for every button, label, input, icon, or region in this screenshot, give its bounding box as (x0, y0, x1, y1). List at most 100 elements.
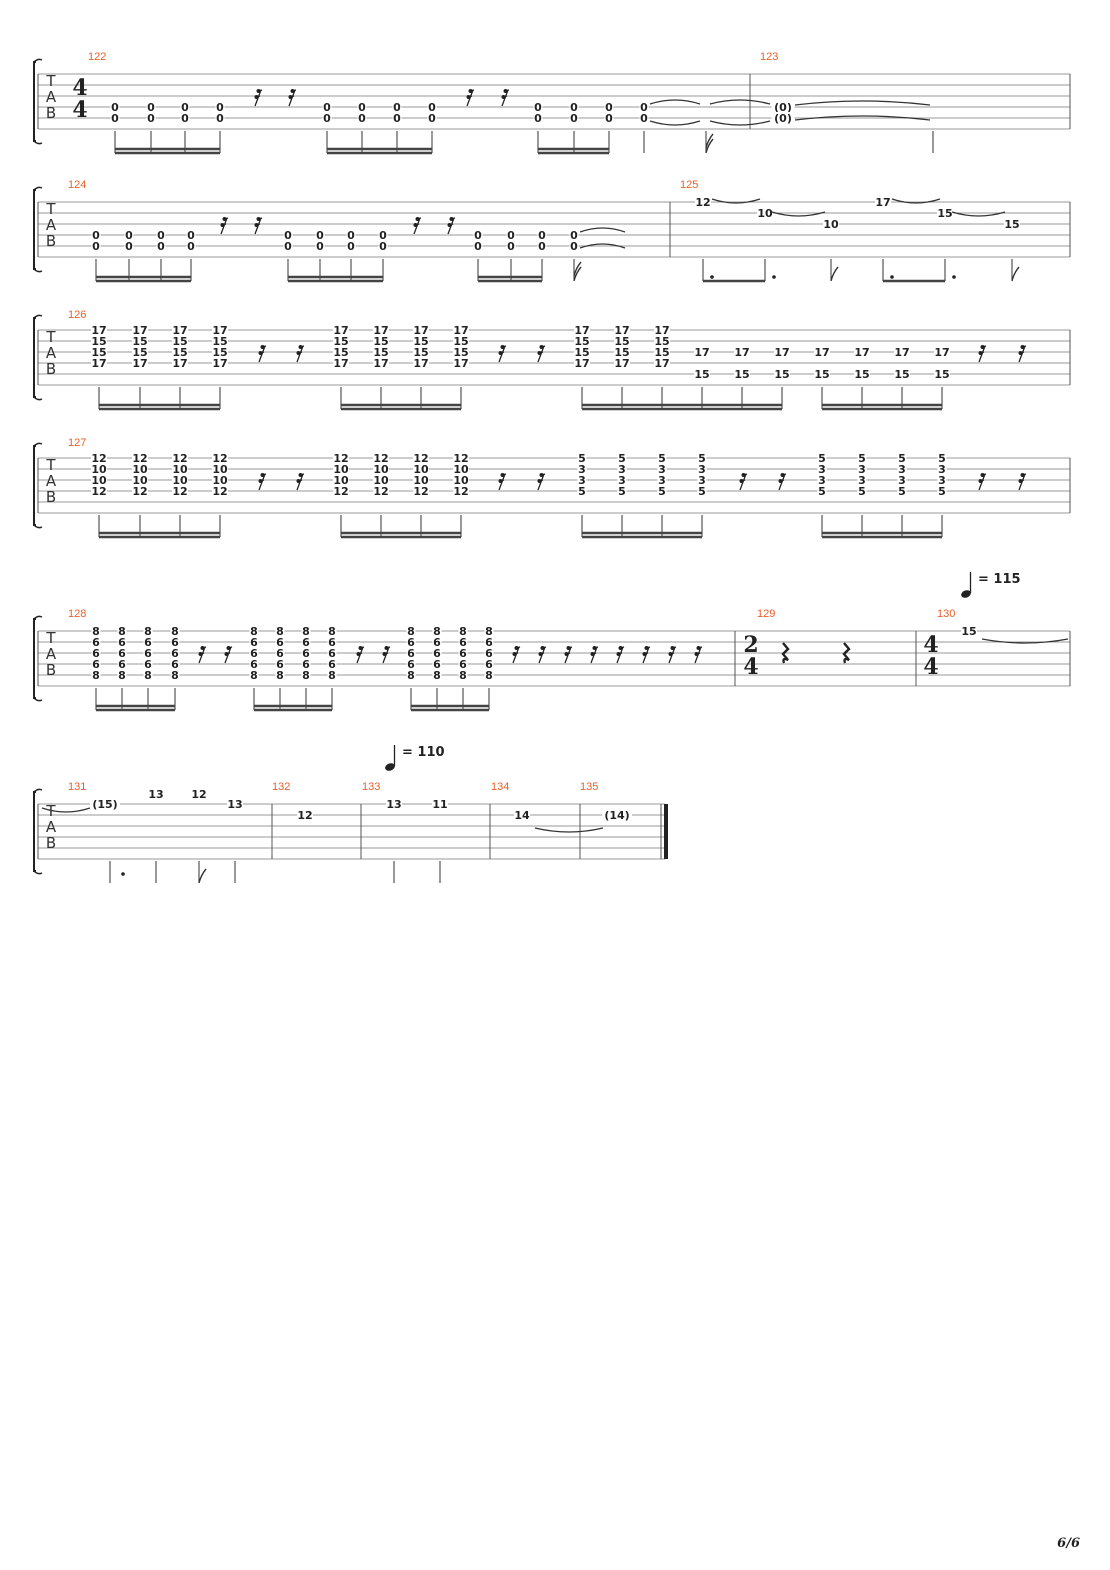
fret-number: 6 (250, 647, 258, 660)
fret-number: 15 (333, 346, 348, 359)
fret-knockout (146, 112, 156, 123)
fret-knockout (91, 669, 101, 680)
measure-number: 132 (272, 781, 290, 793)
fret-number: 17 (774, 346, 789, 359)
fret-knockout (91, 346, 107, 357)
tab-clef-letter: B (46, 661, 56, 679)
tie (951, 211, 1006, 217)
fret-knockout (413, 452, 429, 463)
fret-knockout (301, 647, 311, 658)
fret-knockout (614, 335, 630, 346)
note-flag (1011, 266, 1020, 282)
fret-knockout (937, 474, 947, 485)
fret-knockout (124, 240, 134, 251)
fret-knockout (817, 474, 827, 485)
fret-number: 0 (92, 240, 100, 253)
fret-knockout (574, 335, 590, 346)
fret-number: 3 (858, 474, 866, 487)
fret-knockout (695, 196, 711, 207)
fret-number: 6 (171, 647, 179, 660)
fret-knockout (506, 240, 516, 251)
system-bracket (33, 317, 36, 398)
fret-knockout (537, 240, 547, 251)
fret-knockout (91, 636, 101, 647)
fret-knockout (897, 485, 907, 496)
measure-number: 134 (491, 781, 509, 793)
fret-knockout (132, 485, 148, 496)
fret-knockout (91, 324, 107, 335)
fret-number: 12 (333, 452, 348, 465)
rest-flag (698, 646, 703, 649)
fret-number: 6 (250, 658, 258, 671)
fret-number: 0 (216, 101, 224, 114)
fret-number: 12 (91, 485, 106, 498)
fret-knockout (857, 485, 867, 496)
bracket-hook (33, 186, 43, 191)
fret-number: 6 (92, 647, 100, 660)
rest-flag (743, 473, 748, 476)
bracket-hook (33, 788, 43, 793)
time-signature-top: 4 (923, 632, 938, 658)
fret-knockout (322, 112, 332, 123)
fret-number: 6 (171, 636, 179, 649)
fret-number: 8 (328, 669, 336, 682)
fret-knockout (333, 463, 349, 474)
fret-knockout (91, 229, 101, 240)
rest-flag (980, 479, 985, 482)
fret-knockout (91, 647, 101, 658)
rest-flag (1020, 351, 1025, 354)
fret-knockout (170, 658, 180, 669)
note-flag (705, 133, 714, 149)
fret-number: 17 (694, 346, 709, 359)
fret-number: 6 (144, 636, 152, 649)
rest-flag (222, 223, 227, 226)
fret-knockout (697, 485, 707, 496)
rest-flag (358, 652, 363, 655)
rest-flag (256, 95, 261, 98)
fret-number: 5 (578, 485, 586, 498)
fret-number: 14 (514, 809, 530, 822)
fret-knockout (333, 485, 349, 496)
fret-number: 8 (302, 625, 310, 638)
rest-flag (503, 95, 508, 98)
rest-flag (780, 479, 785, 482)
rest-flag (384, 652, 389, 655)
rest-flag (566, 652, 571, 655)
fret-knockout (604, 101, 614, 112)
fret-number: 13 (386, 798, 401, 811)
bracket-hook (33, 697, 43, 702)
rest-flag (228, 646, 233, 649)
fret-number: 10 (212, 474, 228, 487)
fret-knockout (484, 669, 494, 680)
fret-knockout (413, 474, 429, 485)
fret-number: 12 (413, 485, 428, 498)
fret-number: 6 (171, 658, 179, 671)
fret-knockout (212, 346, 228, 357)
fret-number: 0 (181, 112, 189, 125)
fret-knockout (301, 625, 311, 636)
fret-number: 0 (284, 240, 292, 253)
fret-number: 17 (614, 324, 629, 337)
fret-number: 8 (459, 669, 467, 682)
rest-flag (262, 345, 267, 348)
fret-knockout (614, 357, 630, 368)
fret-knockout (894, 368, 910, 379)
fret-number: 15 (373, 346, 388, 359)
fret-number: 15 (212, 346, 227, 359)
fret-number: 15 (1004, 218, 1019, 231)
rest-flag (505, 89, 510, 92)
fret-number: 11 (432, 798, 447, 811)
fret-number: 15 (574, 335, 589, 348)
fret-number: 8 (485, 625, 493, 638)
fret-knockout (458, 669, 468, 680)
fret-knockout (132, 335, 148, 346)
fret-knockout (427, 112, 437, 123)
fret-number: 17 (333, 357, 348, 370)
note-flag (198, 868, 207, 884)
fret-number: 12 (91, 452, 106, 465)
fret-number: 0 (570, 101, 578, 114)
fret-number: 8 (328, 625, 336, 638)
fret-number: 0 (323, 101, 331, 114)
rest-flag (539, 479, 544, 482)
fret-knockout (301, 658, 311, 669)
